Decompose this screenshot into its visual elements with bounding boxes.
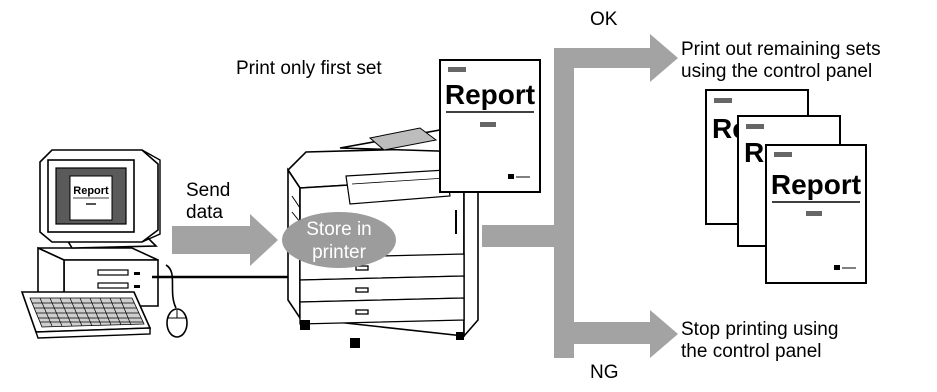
computer: Report: [20, 149, 188, 339]
stop-label-line1: Stop printing using: [681, 319, 839, 340]
stop-label-line2: the control panel: [681, 341, 822, 362]
remaining-label-line1: Print out remaining sets: [681, 39, 881, 60]
report-stack: Re Re Report: [705, 89, 867, 284]
ok-label: OK: [590, 9, 618, 30]
branch-spine: [554, 48, 574, 358]
store-label-line1: Store in: [306, 219, 371, 240]
monitor: Report: [39, 149, 161, 249]
stack-front-title: Report: [771, 169, 861, 200]
first-set-title: Report: [445, 79, 535, 110]
ng-label: NG: [590, 362, 619, 383]
first-set-document: Report: [439, 59, 541, 193]
branch-stem: [482, 225, 574, 247]
monitor-screen-title: Report: [73, 185, 109, 197]
ok-arrow: [554, 34, 678, 82]
print-first-set-label: Print only first set: [236, 58, 382, 79]
ng-arrow: [554, 310, 678, 358]
send-label-line2: data: [186, 202, 223, 223]
store-ellipse: [282, 212, 396, 268]
branch-arrows: [482, 34, 678, 358]
remaining-label-line2: using the control panel: [681, 61, 873, 82]
send-arrow: [172, 214, 278, 266]
keyboard: [20, 291, 152, 339]
send-label-line1: Send: [186, 180, 231, 201]
mouse: [165, 264, 188, 338]
store-label-line2: printer: [312, 242, 367, 263]
